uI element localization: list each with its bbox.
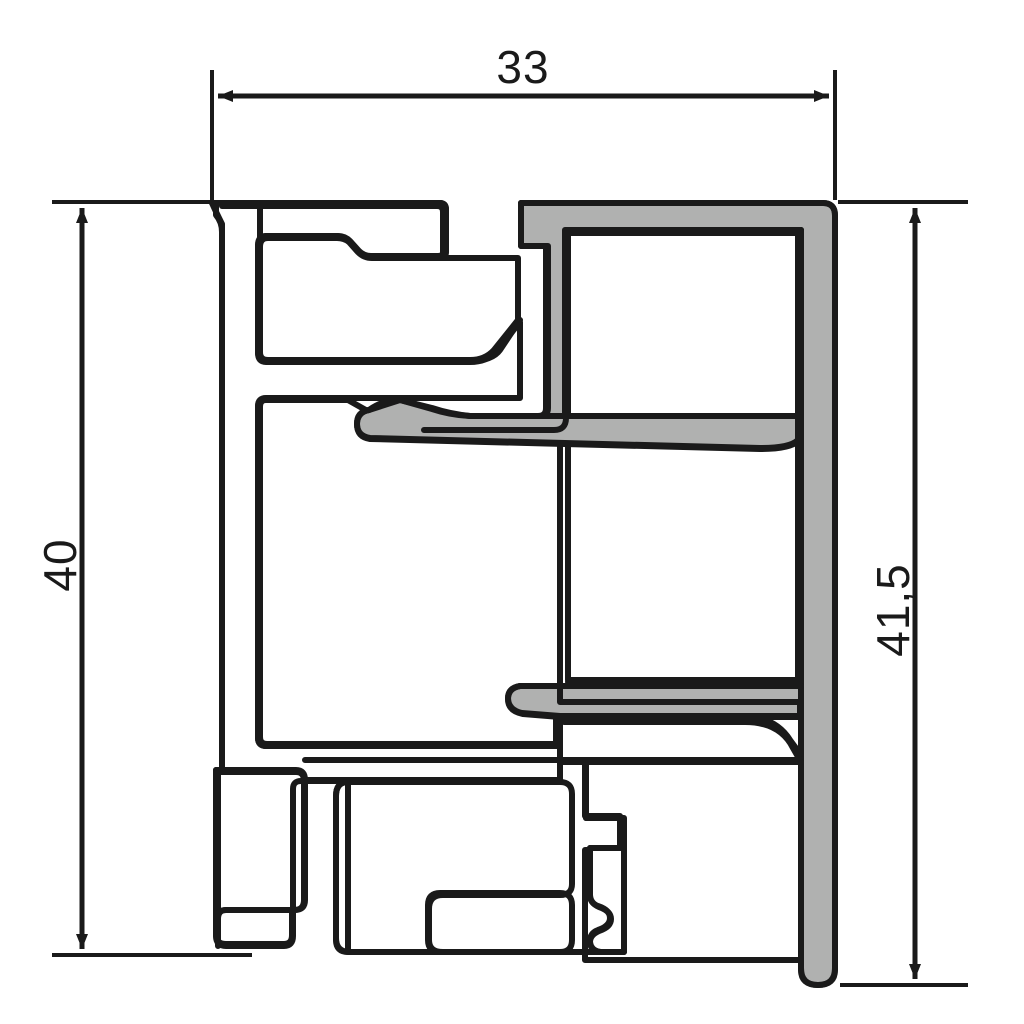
outline-drainage-notch xyxy=(583,759,627,955)
outline-bead-inner-void xyxy=(565,230,801,685)
glazing-bead-inner-void xyxy=(565,230,801,683)
outline-central-chamber xyxy=(255,396,559,749)
outline-left-edge xyxy=(209,200,473,364)
outline-gasket-lip-left xyxy=(366,397,403,413)
outline-gasket-lip-top xyxy=(397,397,801,419)
outline-bottom-center-leg xyxy=(333,779,413,955)
dimension-extension-lines xyxy=(52,70,968,987)
outline-upper-gasket xyxy=(467,317,523,364)
dimension-label-height-right: 41,5 xyxy=(867,563,919,657)
bottom-center-leg xyxy=(333,779,575,955)
dimension-label-width: 33 xyxy=(496,41,550,93)
profile-geometry xyxy=(213,200,838,988)
dimension-arrow-lines xyxy=(76,90,921,979)
outline-lower-gasket xyxy=(505,683,804,720)
outline-gasket-lip-bottom xyxy=(354,407,801,452)
outline-left-outer xyxy=(209,200,339,949)
profile-outlines xyxy=(209,200,838,988)
outline-sill-fillet xyxy=(561,719,804,765)
outline-bead-outer xyxy=(518,200,838,988)
outline-bottom-left-leg xyxy=(213,767,308,923)
outline-bottom-center-leg2 xyxy=(345,779,603,955)
dimension-label-height-left: 40 xyxy=(34,538,86,592)
